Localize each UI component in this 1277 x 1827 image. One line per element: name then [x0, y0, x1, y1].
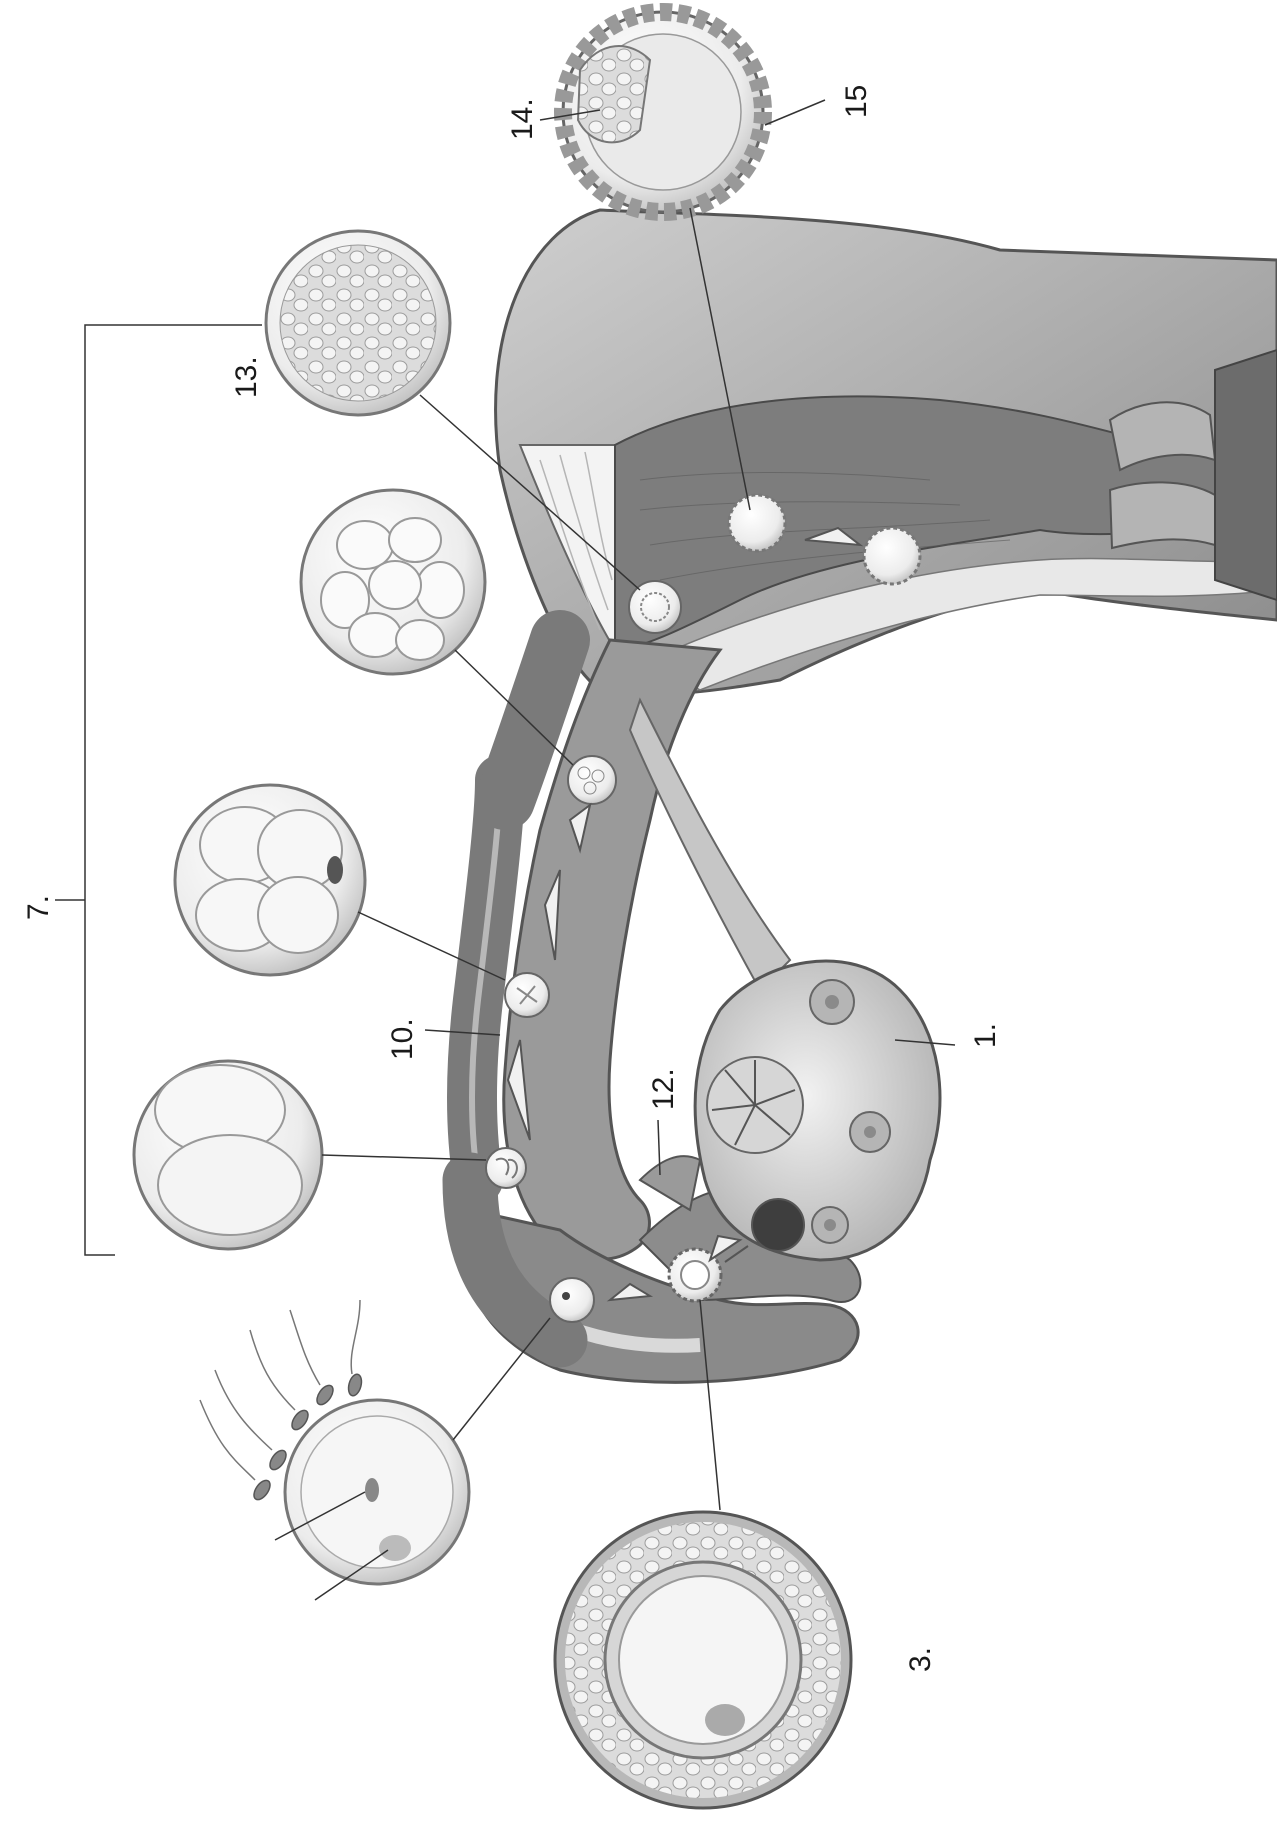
two-cell-detail — [134, 1061, 322, 1249]
oocyte-detail — [555, 1512, 851, 1808]
ruptured-follicle — [752, 1199, 804, 1251]
eight-cell-detail — [301, 490, 485, 674]
fertilization-detail — [200, 1300, 469, 1584]
zygote-8cell — [568, 756, 616, 804]
egg-nucleus — [379, 1535, 411, 1561]
label-3: 3. — [904, 1647, 937, 1672]
label-13: 13. — [230, 356, 263, 398]
label-7: 7. — [22, 895, 55, 920]
zygote-2cell — [486, 1148, 526, 1188]
four-cell-detail — [175, 785, 365, 975]
label-14: 14. — [506, 98, 539, 140]
ovary — [695, 961, 940, 1260]
label-1: 1. — [969, 1023, 1002, 1048]
morula — [629, 581, 681, 633]
blastocyst-detail — [563, 12, 763, 212]
sperm-nucleus — [365, 1478, 379, 1502]
early-blastocyst — [729, 495, 785, 551]
label-12: 12. — [647, 1068, 680, 1110]
ovarian-ligament — [630, 700, 790, 990]
fertilized-egg — [550, 1278, 594, 1322]
label-15: 15 — [840, 85, 873, 118]
uterus — [496, 210, 1277, 694]
implanting-blastocyst — [864, 528, 920, 584]
morula-detail — [266, 231, 450, 415]
label-10: 10. — [386, 1018, 419, 1060]
inner-cell-mass — [578, 46, 650, 142]
